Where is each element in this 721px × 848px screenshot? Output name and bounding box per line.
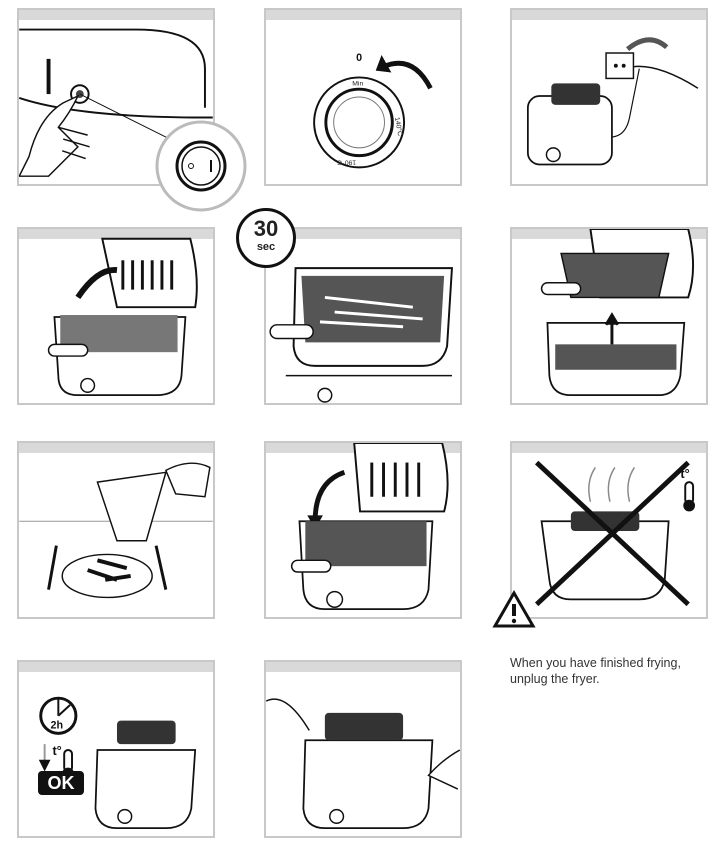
panel-band bbox=[266, 662, 460, 672]
zoom-power-button bbox=[155, 120, 247, 212]
arrow-icon bbox=[375, 54, 392, 73]
step-lower-basket bbox=[17, 227, 215, 405]
cool-down-illustration: 2h t° bbox=[38, 696, 197, 830]
unplug-note: When you have finished frying, unplug th… bbox=[510, 656, 681, 686]
panel-band bbox=[266, 229, 460, 239]
warning-icon bbox=[492, 590, 536, 628]
step-switch-on bbox=[17, 8, 215, 186]
dial-max: 190°C bbox=[337, 159, 356, 167]
step-cool-down: 2h t° bbox=[17, 660, 215, 838]
cross-icon bbox=[534, 460, 690, 607]
panel-band bbox=[512, 443, 706, 453]
dial-zero: 0 bbox=[356, 52, 362, 64]
step-dial: 0 Min 140°C 190°C bbox=[264, 8, 462, 186]
hot-warning-illustration: t° bbox=[534, 460, 696, 607]
plug-illustration bbox=[526, 37, 699, 166]
ok-badge: OK bbox=[38, 771, 84, 795]
step-raise-basket bbox=[510, 227, 708, 405]
carry-illustration bbox=[266, 698, 460, 830]
dial-mid: 140°C bbox=[393, 117, 404, 137]
panel-band bbox=[19, 443, 213, 453]
step-wait bbox=[264, 227, 462, 405]
panel-band bbox=[19, 229, 213, 239]
step-do-not-move-hot: t° bbox=[510, 441, 708, 619]
step-plug bbox=[510, 8, 708, 186]
panel-band bbox=[266, 10, 460, 20]
step-carry bbox=[264, 660, 462, 838]
timer-unit: sec bbox=[256, 241, 276, 253]
close-lid-illustration bbox=[290, 443, 449, 611]
panel-band bbox=[19, 662, 213, 672]
dial-illustration: 0 Min 140°C 190°C bbox=[313, 52, 433, 169]
plug-icon bbox=[605, 52, 635, 80]
raise-illustration bbox=[540, 229, 694, 397]
step-close-lid bbox=[264, 441, 462, 619]
dial-min: Min bbox=[352, 80, 363, 87]
switch-illustration bbox=[19, 28, 213, 177]
panel-band bbox=[512, 10, 706, 20]
panel-band bbox=[19, 10, 213, 20]
timer-value: 30 bbox=[253, 216, 279, 241]
temp-symbol: t° bbox=[52, 744, 61, 758]
wait-illustration bbox=[269, 267, 453, 403]
serve-illustration bbox=[19, 462, 213, 599]
temp-symbol-hot: t° bbox=[680, 467, 689, 481]
clock-label: 2h bbox=[51, 719, 64, 731]
basket-illustration bbox=[47, 237, 198, 397]
step-serve bbox=[17, 441, 215, 619]
timer-badge: 30 sec bbox=[236, 208, 296, 268]
